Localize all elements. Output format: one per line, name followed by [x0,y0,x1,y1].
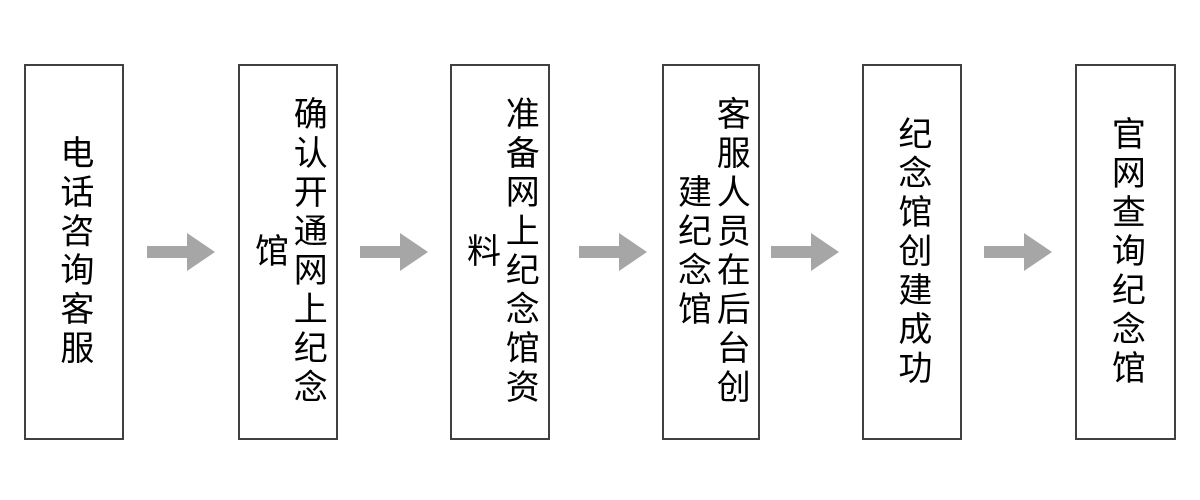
flow-node-step-4[interactable]: 客服人员在后台创建纪念馆 [661,64,760,440]
flow-node-label-step-5: 纪念馆创建成功 [892,115,931,389]
spacer-8 [839,64,862,440]
flow-node-label-step-1: 电话咨询客服 [54,135,93,369]
flow-connector-arrow-1 [146,64,215,440]
spacer-2 [215,64,238,440]
flow-node-step-6[interactable]: 官网查询纪念馆 [1074,64,1176,440]
flow-node-step-1[interactable]: 电话咨询客服 [23,64,124,440]
flow-connector-arrow-4 [770,64,839,440]
flow-connector-arrow-2 [359,64,428,440]
right-arrow-icon [146,233,215,271]
right-arrow-icon [578,233,647,271]
spacer-1 [124,64,147,440]
flow-node-label-step-2: 确认开通网上纪念馆 [249,96,327,408]
flow-node-step-5[interactable]: 纪念馆创建成功 [861,64,962,440]
spacer-10 [1052,64,1075,440]
spacer-4 [428,64,450,440]
flow-node-label-step-4: 客服人员在后台创建纪念馆 [672,96,750,408]
spacer-6 [647,64,662,440]
flow-connector-arrow-5 [983,64,1052,440]
flow-node-label-step-6: 官网查询纪念馆 [1106,115,1145,389]
flow-sequence: 电话咨询客服 确认开通网上纪念馆 准备网上纪念馆资料 [0,64,1200,440]
spacer-left [0,64,24,440]
flow-node-step-2[interactable]: 确认开通网上纪念馆 [237,64,338,440]
right-arrow-icon [983,233,1052,271]
right-arrow-icon [359,233,428,271]
spacer-5 [550,64,579,440]
spacer-9 [962,64,984,440]
spacer-right [1176,64,1200,440]
flow-node-label-step-3: 准备网上纪念馆资料 [461,96,539,408]
flow-connector-arrow-3 [578,64,647,440]
spacer-7 [760,64,771,440]
right-arrow-icon [770,233,839,271]
spacer-3 [338,64,360,440]
flow-node-step-3[interactable]: 准备网上纪念馆资料 [449,64,550,440]
